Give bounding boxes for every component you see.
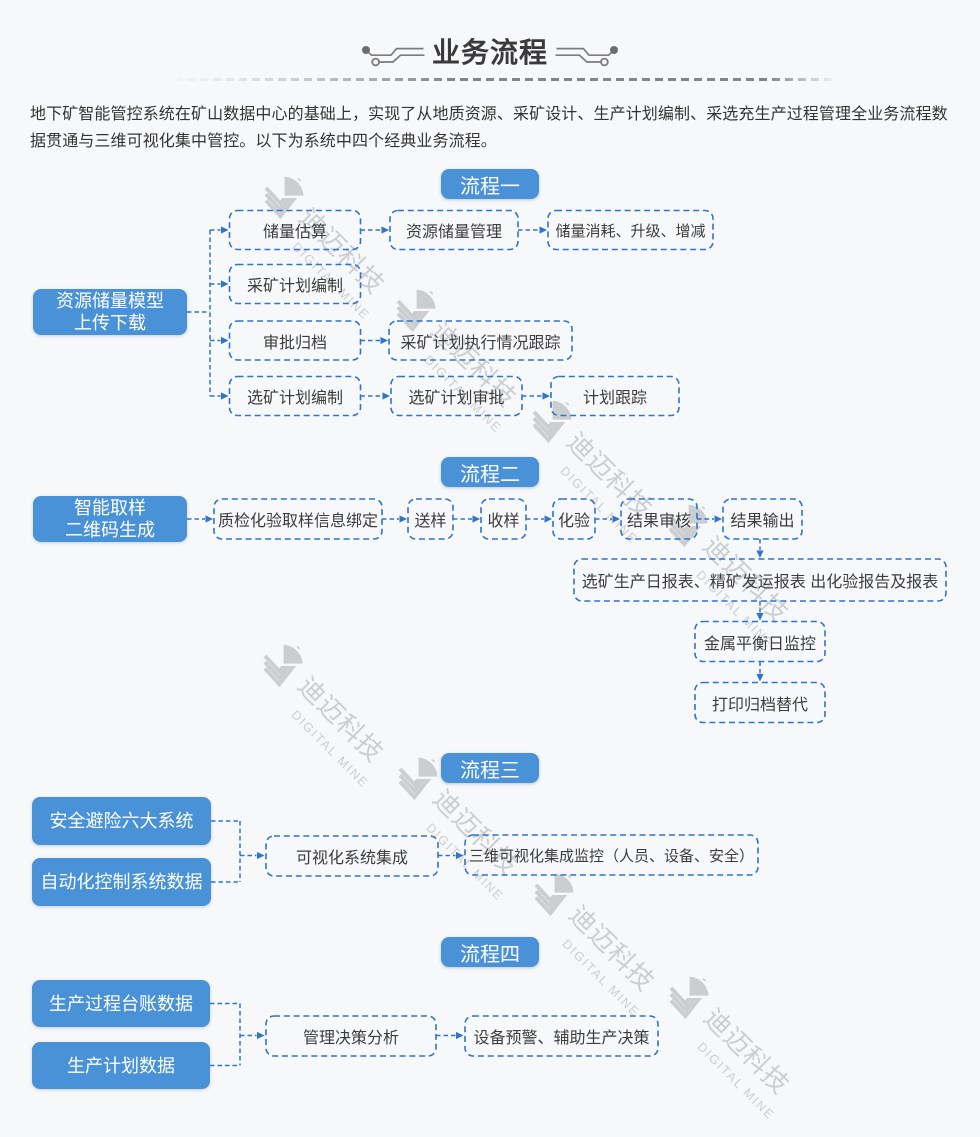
dashed-box-border: [228, 263, 362, 305]
connector-arrowhead-right-icon: [544, 515, 552, 523]
watermark-instance: [263, 641, 392, 793]
intro-line: 据贯通与三维可视化集中管控。以下为系统中四个经典业务流程。: [30, 133, 497, 150]
connector-arrowhead-right-icon: [542, 392, 550, 400]
flow1-step-mining-plan-tracking: 采矿计划执行情况跟踪: [400, 334, 561, 352]
flow1-step-reserve-management: 资源储量管理: [405, 224, 502, 241]
flow3-source-box-automation: 自动化控制系统数据: [32, 858, 211, 906]
connector-arrowhead-right-icon: [456, 851, 464, 860]
flow4-badge: 流程四: [441, 937, 539, 967]
connector-arrowhead-right-icon: [205, 515, 213, 523]
intro-paragraph: 地下矿智能管控系统在矿山数据中心的基础上，实现了从地质资源、采矿设计、生产计划编…: [30, 101, 960, 155]
connector-arrowhead-down-icon: [756, 550, 764, 558]
flow3-source-box-safety: 安全避险六大系统: [32, 797, 211, 845]
intro-line: 地下矿智能管控系统在矿山数据中心的基础上，实现了从地质资源、采矿设计、生产计划编…: [30, 106, 948, 123]
page-title: 业务流程: [431, 37, 548, 68]
flow3-badge: 流程三: [441, 753, 539, 783]
decor-trace: [555, 54, 601, 63]
flow1-step-dressing-plan-approval: 选矿计划审批: [408, 390, 505, 407]
dashed-divider: [148, 78, 838, 81]
connector-arrowhead-right-icon: [399, 515, 407, 523]
flow1-step-reserve-estimation: 储量估算: [262, 224, 327, 241]
connector-arrowhead-right-icon: [382, 392, 390, 400]
circuit-decor-left-icon: [362, 46, 425, 67]
flow1-source-box: 资源储量模型上传下载: [33, 289, 187, 335]
dashed-box-border: [722, 498, 803, 540]
flow2-step-send-sample: 送样: [414, 513, 447, 530]
dashed-box-border: [620, 498, 698, 540]
flow2-step-result-output: 结果输出: [730, 513, 795, 530]
flow1-step-dressing-plan: 选矿计划编制: [246, 390, 343, 407]
connector-lines: [187, 229, 761, 1067]
flow4-source-box-plan: 生产计划数据: [32, 1042, 210, 1089]
flow1-step-mining-plan: 采矿计划编制: [246, 278, 343, 295]
flow1-badge: 流程一: [441, 169, 539, 199]
flow2-step-reports: 选矿生产日报表、精矿发运报表 出化验报告及报表: [581, 574, 939, 591]
connector-arrowhead-down-icon: [756, 613, 764, 621]
flow2-step-sampling-binding: 质检化验取样信息绑定: [217, 513, 378, 530]
dashed-box-border: [389, 209, 519, 251]
connector-arrowhead-right-icon: [612, 515, 620, 523]
flow1-step-plan-tracking: 计划跟踪: [582, 390, 647, 407]
flow1-step-approval-archive: 审批归档: [262, 334, 327, 352]
dashed-box-border: [694, 681, 826, 724]
flow3-step-3d-monitoring: 三维可视化集成监控（人员、设备、安全）: [468, 847, 754, 865]
flow4-step-equipment-warning: 设备预警、辅助生产决策: [473, 1030, 650, 1047]
source-box-label: 上传下载: [74, 313, 146, 333]
watermark-instance: [534, 870, 663, 1022]
decor-ring: [600, 57, 609, 67]
decor-ring: [371, 57, 380, 67]
connector-arrowhead-right-icon: [381, 226, 389, 234]
source-box-label: 生产过程台账数据: [49, 993, 193, 1014]
flow4-source-box-ledger: 生产过程台账数据: [32, 980, 210, 1027]
source-box-label: 智能取样: [74, 498, 146, 518]
connector-arrowhead-right-icon: [539, 226, 547, 234]
source-box-label: 生产计划数据: [67, 1055, 175, 1076]
connector-arrowhead-right-icon: [472, 515, 480, 523]
dashed-box-border: [464, 1015, 659, 1057]
source-box-label: 自动化控制系统数据: [40, 872, 203, 892]
connector-arrowhead-right-icon: [221, 280, 229, 288]
flow4-step-decision-analysis: 管理决策分析: [302, 1030, 399, 1047]
connector-arrowhead-right-icon: [257, 1031, 265, 1040]
connector-arrowhead-right-icon: [714, 515, 722, 523]
connector-arrowhead-right-icon: [380, 336, 388, 345]
source-box-label: 安全避险六大系统: [49, 811, 194, 831]
connector-arrowhead-right-icon: [221, 392, 229, 400]
flow3-step-visual-integration: 可视化系统集成: [295, 850, 408, 867]
source-box-label: 资源储量模型: [56, 291, 164, 311]
dashed-box-border: [573, 558, 947, 602]
flow2-step-assay: 化验: [557, 513, 590, 530]
connector-arrowhead-right-icon: [221, 226, 229, 234]
connector-arrowhead-right-icon: [221, 336, 229, 345]
dashed-box-border: [388, 320, 573, 361]
flow2-source-box: 智能取样二维码生成: [33, 496, 187, 542]
decor-dot: [610, 46, 618, 54]
flow2-step-metal-balance: 金属平衡日监控: [703, 635, 816, 653]
flow2-badge: 流程二: [441, 457, 539, 487]
watermark-instance: [669, 973, 798, 1125]
flow2-step-receive-sample: 收样: [487, 513, 520, 530]
flow1-step-reserve-consumption: 储量消耗、升级、增减: [555, 222, 706, 240]
connector-arrowhead-right-icon: [456, 1031, 464, 1040]
flow2-step-result-review: 结果审核: [626, 513, 691, 530]
connector-arrowheads: [205, 226, 764, 1040]
dashed-box-border: [547, 209, 714, 251]
decor-trace: [556, 47, 613, 57]
decor-trace: [379, 54, 425, 63]
source-box-label: 二维码生成: [65, 520, 155, 540]
dashed-box-border: [464, 834, 759, 876]
connector-arrowhead-right-icon: [257, 851, 265, 860]
flow2-step-print-archive: 打印归档替代: [711, 696, 808, 714]
connector-arrowhead-down-icon: [756, 674, 764, 682]
dashed-box-border: [550, 375, 680, 417]
decor-dot: [362, 46, 370, 54]
decor-trace: [367, 47, 424, 57]
circuit-decor-right-icon: [555, 46, 618, 67]
